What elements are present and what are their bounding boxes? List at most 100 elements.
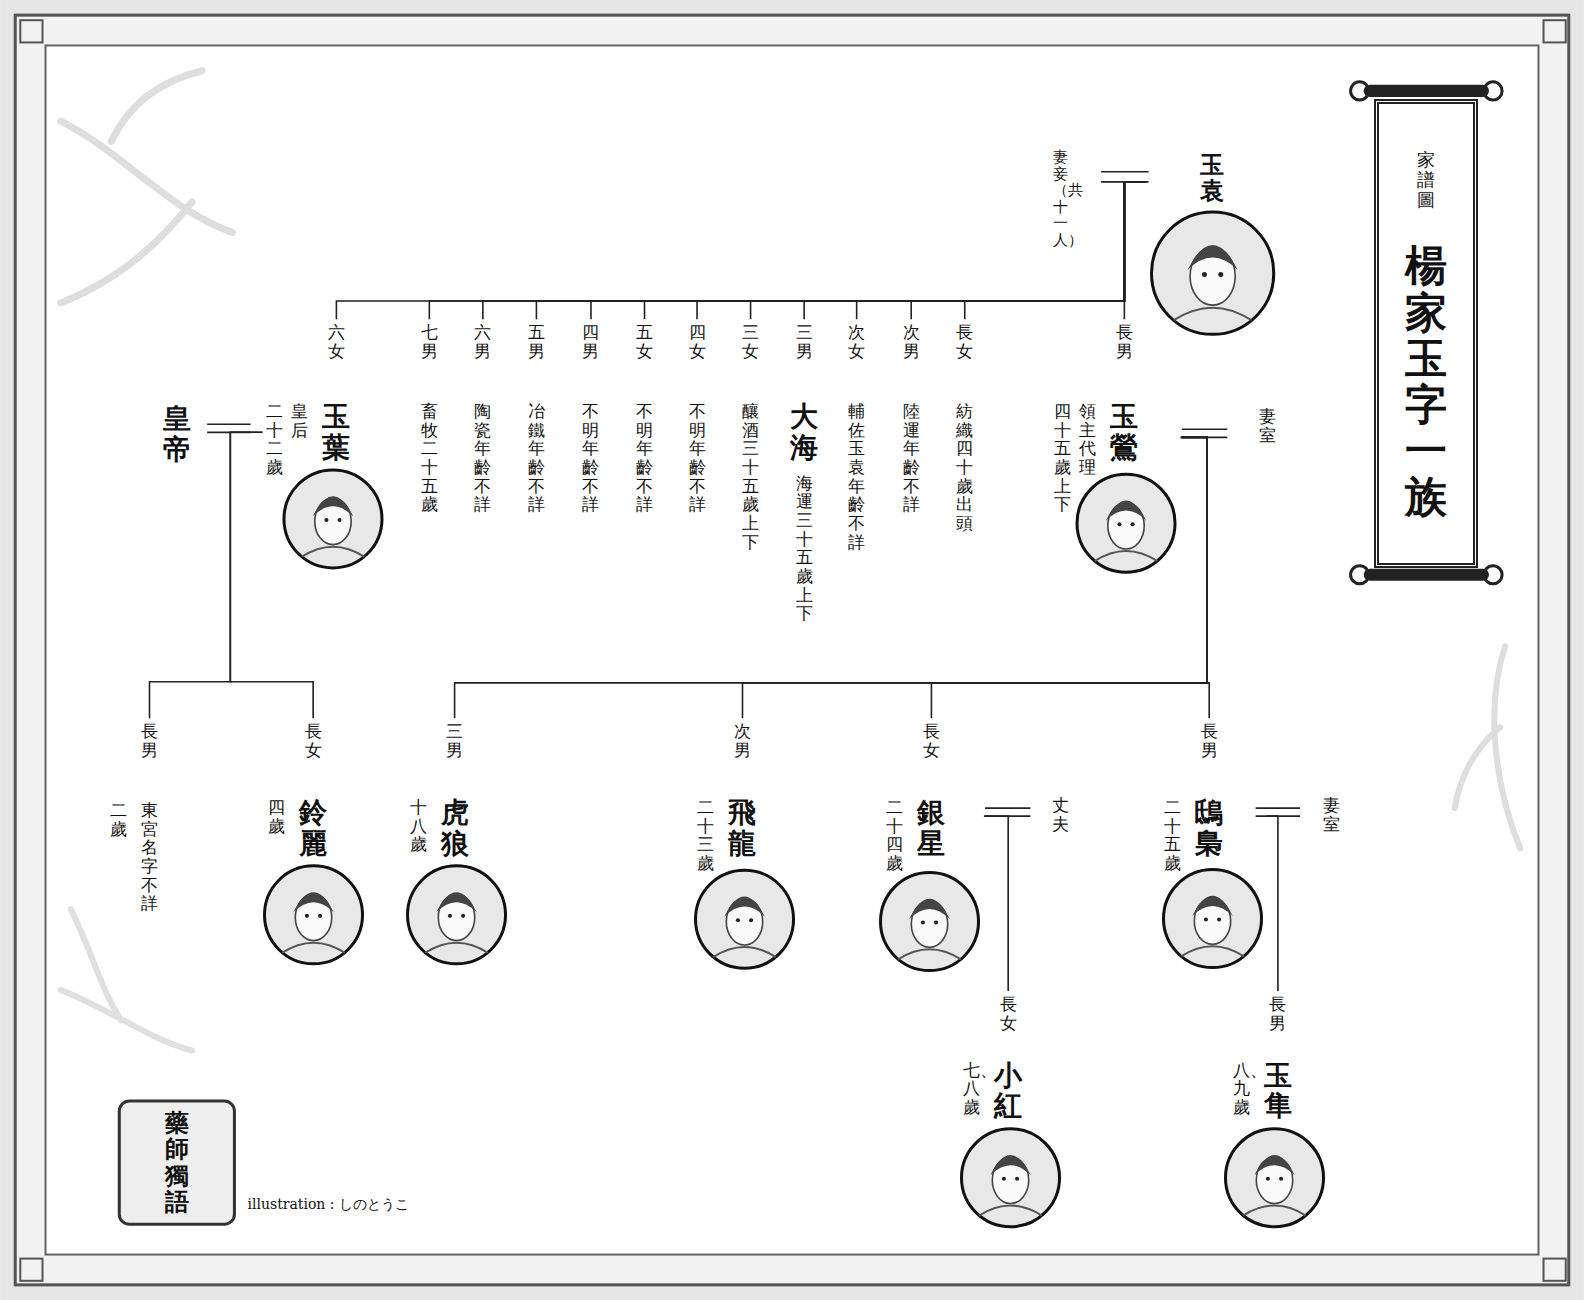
lineage-line	[1181, 437, 1209, 718]
outer-frame	[15, 15, 1569, 1285]
role-age-text: 八、九歲	[1233, 1061, 1250, 1117]
portrait-frame	[264, 866, 362, 964]
portrait-frame	[696, 870, 794, 968]
person-node: 五男冶鐵 年齡不詳	[524, 319, 549, 518]
lineage-line	[1124, 182, 1145, 319]
person-name: 玉隼	[1264, 1061, 1292, 1123]
corner-square	[20, 1259, 42, 1281]
lineage-line	[984, 816, 1008, 991]
portrait-eye	[1131, 522, 1135, 526]
portrait-eye	[736, 918, 740, 922]
portrait-eye	[461, 914, 465, 918]
person-node: 七男畜牧 二十五歲	[417, 319, 442, 518]
portrait-hair	[724, 897, 764, 917]
person-node: 長男鴟梟二十五歲	[1158, 718, 1267, 973]
branch-decoration	[61, 909, 192, 1050]
portrait-hair	[990, 1155, 1030, 1175]
person-node: 玉袁	[1146, 148, 1279, 340]
person-name: 大海	[790, 402, 818, 464]
role-age-text: 七、八歲	[963, 1061, 980, 1117]
scroll-rod	[1364, 569, 1489, 581]
title-box: 家譜圖楊家 玉字一族	[1374, 99, 1478, 568]
person-node: 次女輔佐玉袁 年齡不詳	[844, 319, 869, 555]
portrait-shoulders	[1181, 947, 1244, 957]
scroll-curl	[1351, 566, 1369, 584]
portrait-eye	[1015, 1177, 1019, 1181]
lineage-line	[455, 437, 1208, 718]
role-age-text: 領主代理	[1079, 402, 1096, 477]
lineage-line	[857, 182, 1146, 319]
marriage-line	[1101, 171, 1148, 173]
spouse-label: 妻室	[1259, 407, 1276, 444]
corner-square	[20, 20, 42, 42]
relation-label: 次女	[848, 323, 865, 360]
person-node: 五女不明 年齡不詳	[632, 319, 657, 518]
role-age-text: 十八歲	[410, 798, 427, 854]
spouse-note: 妻妾（共十一人）	[1053, 149, 1068, 248]
relation-label: 六男	[474, 323, 491, 360]
role-age-text: 二歲	[110, 801, 127, 838]
portrait-frame	[880, 873, 978, 971]
portrait-eye	[921, 921, 925, 925]
portrait-hair	[313, 496, 353, 516]
portrait-eye	[1204, 918, 1208, 922]
role-age-text: 輔佐玉袁 年齡不詳	[848, 402, 865, 552]
lineage-line	[150, 432, 263, 718]
corner-square	[1544, 1259, 1566, 1281]
portrait-hair	[1106, 501, 1146, 521]
role-age-text: 四十五歲上下	[1054, 402, 1071, 514]
portrait-shoulders	[425, 943, 488, 953]
role-age-text: 冶鐵 年齡不詳	[528, 402, 545, 514]
portrait-hair	[1192, 896, 1232, 916]
relation-label: 五男	[528, 323, 545, 360]
portrait-shoulders	[1244, 1205, 1307, 1215]
relation-label: 五女	[636, 323, 653, 360]
marriage-line	[985, 807, 1030, 809]
marriage-line	[1256, 807, 1300, 809]
role-age-text: 畜牧 二十五歲	[421, 402, 438, 514]
relation-label: 長女	[956, 323, 973, 360]
seal-stamp	[119, 1101, 234, 1224]
lineage-line	[743, 437, 1208, 718]
relation-label: 長男	[1269, 995, 1286, 1032]
person-node: 四女不明 年齡不詳	[685, 319, 710, 518]
portrait-shoulders	[1173, 307, 1251, 320]
portrait-shoulders	[898, 950, 961, 960]
relation-label: 三男	[446, 722, 463, 759]
portrait-eye	[325, 518, 329, 522]
person-name: 玉鶯	[1110, 402, 1138, 464]
portrait-shoulders	[979, 1205, 1042, 1215]
person-name: 玉葉	[322, 402, 350, 464]
person-node: 次男飛龍二十三歲	[690, 718, 799, 974]
portrait-hair	[909, 899, 949, 919]
marriage-line	[1182, 428, 1227, 430]
spouse-label: 丈夫	[1052, 796, 1069, 833]
portrait-eye	[305, 914, 309, 918]
portrait-frame	[1077, 474, 1175, 572]
portrait-frame	[1163, 870, 1261, 968]
diagram-title: 楊家 玉字一族	[1405, 243, 1447, 520]
relation-label: 長男	[141, 722, 158, 759]
role-age-text: 不明 年齡不詳	[689, 402, 706, 514]
person-name: 飛龍	[728, 798, 756, 860]
corner-square	[1544, 20, 1566, 42]
scroll-rod	[1364, 85, 1489, 97]
person-node: 四男不明 年齡不詳	[578, 319, 603, 518]
relation-label: 長男	[1116, 323, 1133, 360]
portrait-eye	[318, 914, 322, 918]
person-node: 長男玉隼八、九歲	[1220, 991, 1329, 1232]
role-age-text: 皇后	[291, 402, 308, 439]
portrait-eye	[1279, 1177, 1283, 1181]
role-age-text: 不明 年齡不詳	[636, 402, 653, 514]
lineage-line	[911, 182, 1145, 319]
portrait-shoulders	[1095, 551, 1158, 561]
branch-decoration	[61, 71, 233, 303]
person-node: 三男虎狼十八歲	[402, 718, 511, 969]
portrait-eye	[1202, 271, 1207, 276]
person-node: 長男東宮 名字不詳二歲	[106, 718, 162, 917]
portrait-eye	[338, 518, 342, 522]
relation-label: 四女	[689, 323, 706, 360]
person-name: 小紅	[994, 1061, 1022, 1123]
